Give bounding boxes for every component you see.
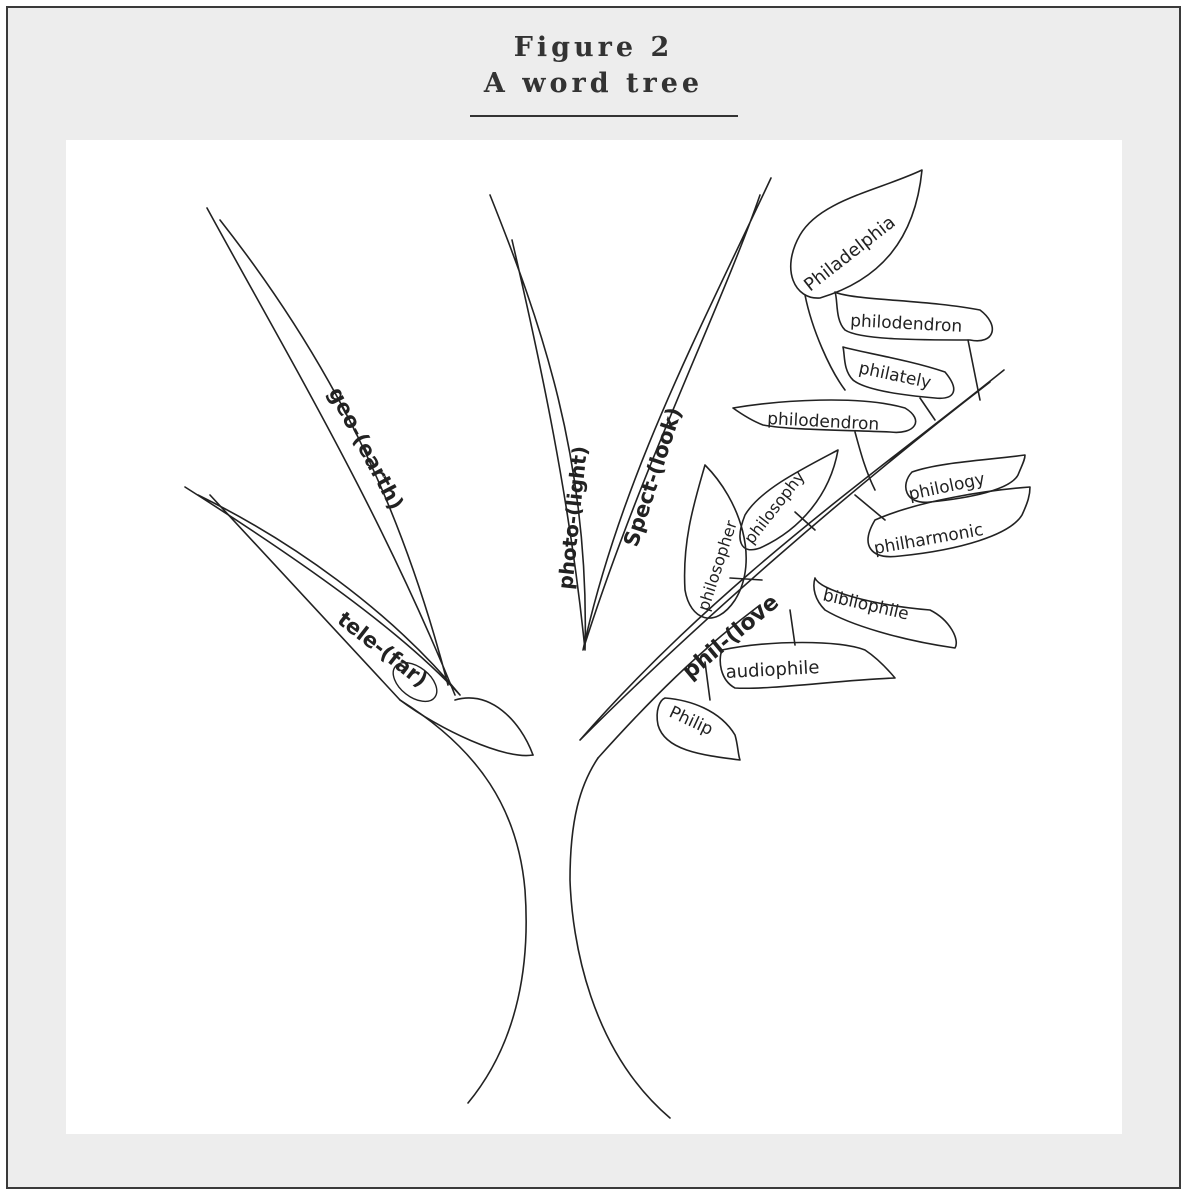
trunk-right-outline (570, 758, 670, 1118)
trunk-left-outline (210, 495, 526, 1103)
philosopher-twig (730, 578, 762, 580)
geo-branch-outline (207, 208, 455, 695)
photo-stem (455, 698, 533, 755)
audiophile-leaf-label: audiophile (725, 657, 820, 683)
philodendron-top-leaf-label: philodendron (850, 311, 963, 337)
philip-leaf-label: Philip (666, 702, 716, 740)
spect-branch-label: Spect-(look) (619, 404, 687, 549)
geo-branch-label: geo-(earth) (324, 383, 409, 514)
philharmonic-twig (855, 495, 885, 520)
bibliophile-leaf-label: bibliophile (821, 585, 911, 624)
philodendron-mid-leaf-label: philodendron (767, 409, 880, 435)
philately-twig (920, 398, 935, 420)
philodendron-top-twig (968, 340, 980, 400)
philadelphia-twig (805, 295, 845, 390)
philadelphia-leaf-label: Philadelphia (800, 212, 899, 296)
philosopher-leaf-label: philosopher (694, 518, 741, 614)
geo-inner-stem (400, 700, 533, 756)
audiophile-twig (790, 610, 795, 645)
